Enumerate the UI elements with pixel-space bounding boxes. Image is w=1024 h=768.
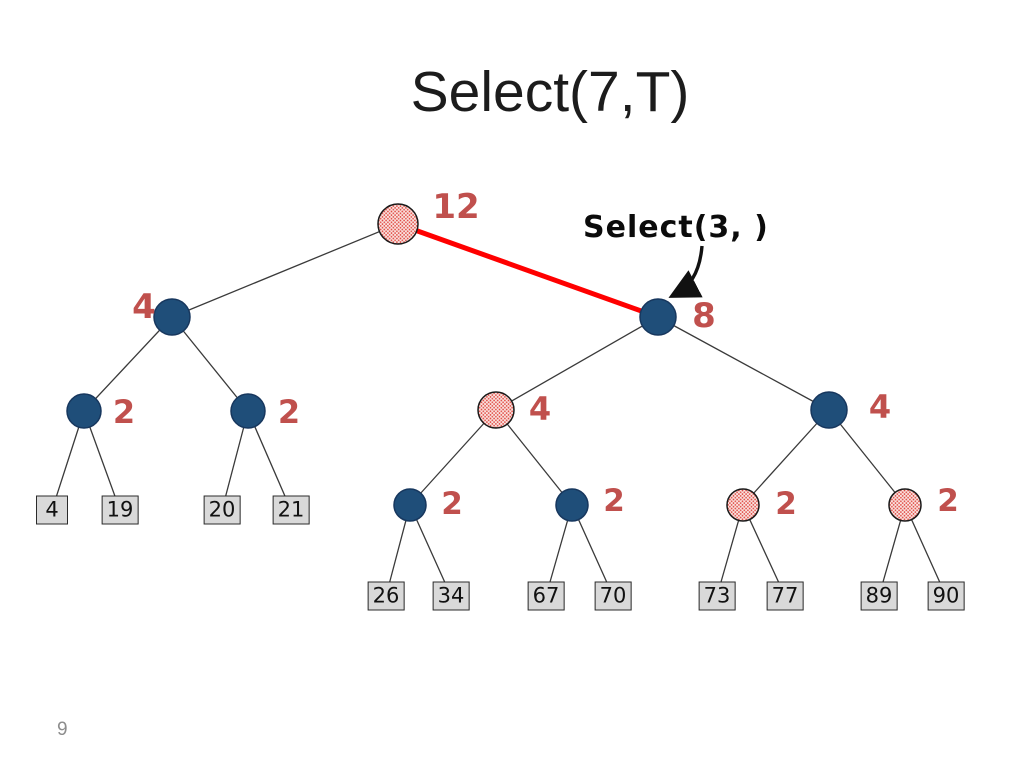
tree-edge	[742, 409, 830, 506]
tree-node-solid	[66, 393, 102, 429]
node-size-label: 2	[603, 483, 625, 519]
node-size-label: 2	[775, 486, 797, 522]
node-size-label: 2	[441, 486, 463, 522]
leaf-value-box: 4	[36, 495, 68, 525]
annotation-arrow	[668, 245, 704, 298]
leaf-value-box: 26	[367, 581, 405, 611]
tree-node-dotted	[377, 203, 419, 245]
tree-edge	[409, 409, 497, 506]
tree-edge	[83, 316, 173, 412]
tree-node-solid	[555, 488, 589, 522]
node-size-label: 2	[112, 393, 136, 431]
tree-node-solid	[810, 391, 848, 429]
tree-node-dotted	[888, 488, 922, 522]
tree-node-solid	[393, 488, 427, 522]
slide-title-text: Select(7,T)	[410, 60, 690, 124]
tree-edge	[828, 409, 906, 506]
tree-node-solid	[639, 298, 677, 336]
tree-edge	[495, 316, 659, 411]
leaf-value-box: 70	[594, 581, 632, 611]
leaf-value-box: 21	[272, 495, 310, 525]
node-size-label: 2	[277, 393, 301, 431]
leaf-value-box: 77	[766, 581, 804, 611]
node-size-label: 2	[937, 483, 959, 519]
leaf-value-box: 34	[432, 581, 470, 611]
tree-node-dotted	[477, 391, 515, 429]
page-number: 9	[57, 719, 68, 740]
leaf-value-box: 67	[527, 581, 565, 611]
tree-edge	[657, 316, 830, 411]
node-size-label: 4	[132, 287, 156, 327]
leaf-value-box: 19	[101, 495, 139, 525]
node-size-label: 12	[432, 187, 480, 227]
tree-node-solid	[153, 298, 191, 336]
select-annotation: Select(3, )	[583, 210, 769, 245]
leaf-value-box: 89	[860, 581, 898, 611]
node-size-label: 4	[868, 388, 892, 426]
leaf-value-box: 20	[203, 495, 241, 525]
node-size-label: 8	[692, 296, 716, 336]
tree-edge	[247, 410, 292, 511]
tree-edge	[495, 409, 573, 506]
slide-title: Select(7,T)	[38, 60, 1024, 126]
node-size-label: 4	[528, 390, 552, 428]
leaf-value-box: 90	[927, 581, 965, 611]
tree-node-dotted	[726, 488, 760, 522]
tree-edge	[171, 223, 399, 318]
leaf-value-box: 73	[698, 581, 736, 611]
tree-edge	[171, 316, 249, 412]
highlight-edge	[397, 221, 659, 320]
tree-node-solid	[230, 393, 266, 429]
